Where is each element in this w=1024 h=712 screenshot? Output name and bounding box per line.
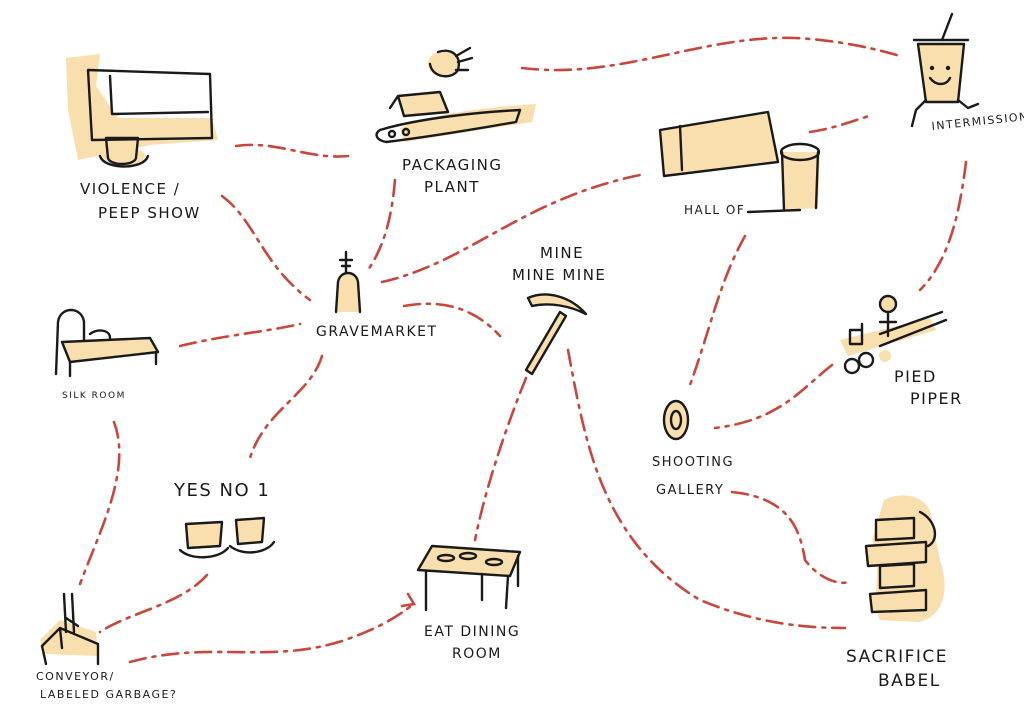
hall-block-icon (658, 110, 821, 212)
path-mine-dining (473, 376, 528, 542)
hall-of-label: HALL OF (684, 203, 745, 217)
path-peepshow-packaging (234, 143, 350, 158)
location-mine[interactable]: MINE MINE MINE (512, 244, 606, 376)
peep-show-screen-icon (86, 68, 214, 142)
sacrifice-babel-label-line1: SACRIFICE (846, 647, 948, 667)
path-peepshow-gravemarket (220, 194, 312, 302)
path-packaging-intermission (520, 36, 902, 72)
pickaxe-icon (524, 293, 588, 376)
teacup-icon (98, 136, 150, 168)
location-violence-peep-show[interactable]: VIOLENCE / PEEP SHOW (66, 54, 218, 222)
gravemarket-label: GRAVEMARKET (316, 324, 438, 340)
path-silk-gravemarket (178, 322, 302, 348)
path-packaging-gravemarket (366, 178, 397, 272)
path-gravemarket-mine (402, 302, 502, 338)
path-yesno-conveyor (98, 573, 209, 634)
hall-of-underline (746, 208, 802, 214)
packaging-plant-label-line2: PLANT (424, 178, 480, 196)
path-conveyor-dining (128, 602, 416, 664)
gravestone-icon (334, 250, 362, 314)
peep-show-label-line2: PEEP SHOW (98, 204, 201, 222)
path-gravemarket-hall (380, 173, 642, 284)
packaging-plant-label-line1: PACKAGING (402, 156, 503, 174)
path-intermission-piedpiper (918, 160, 968, 292)
babel-tower-icon (864, 510, 937, 614)
shooting-gallery-label-line2: GALLERY (656, 483, 724, 498)
intermission-label: INTERMISSION (931, 110, 1024, 133)
pied-piper-label-line2: PIPER (910, 389, 963, 408)
location-packaging-plant[interactable]: PACKAGING PLANT (375, 46, 536, 196)
location-conveyor-garbage[interactable]: CONVEYOR/ LABELED GARBAGE? (36, 592, 177, 701)
conveyor-label-line2: LABELED GARBAGE? (40, 688, 177, 701)
conveyor-box-icon (375, 46, 536, 144)
mine-label-line2: MINE MINE (512, 266, 606, 284)
bed-icon (54, 308, 160, 378)
location-pied-piper[interactable]: PIED PIPER (840, 294, 963, 408)
sacrifice-babel-label-line2: BABEL (878, 671, 941, 691)
dining-room-label-line2: ROOM (452, 646, 502, 662)
location-eat-dining-room[interactable]: EAT DINING ROOM (416, 544, 522, 662)
pied-piper-label-line1: PIED (894, 367, 937, 386)
path-piedpiper-shooting (713, 363, 834, 430)
path-shooting-sacrifice (730, 490, 850, 585)
peep-show-label-line1: VIOLENCE / (80, 180, 180, 198)
conveyor-label-line1: CONVEYOR/ (36, 670, 115, 683)
location-hall-of[interactable]: HALL OF (658, 110, 821, 217)
dining-room-label-line1: EAT DINING (424, 624, 520, 640)
silk-room-label: SILK ROOM (62, 391, 126, 401)
path-mine-sacrifice (566, 348, 847, 630)
conveyor-crane-icon (40, 592, 100, 666)
path-hall-intermission (808, 113, 874, 134)
location-yes-no-1[interactable]: YES NO 1 (173, 480, 276, 559)
peep-show-highlight (66, 54, 218, 160)
dining-table-icon (416, 544, 522, 612)
piper-figure-icon (840, 294, 948, 375)
location-intermission[interactable]: INTERMISSION (910, 12, 1024, 133)
connection-paths (78, 36, 968, 664)
path-dining-arrowhead (400, 592, 417, 608)
path-silk-conveyor (78, 420, 121, 586)
shooting-gallery-label-line1: SHOOTING (652, 455, 734, 470)
mine-label-line1: MINE (540, 244, 584, 262)
location-gravemarket[interactable]: GRAVEMARKET (316, 250, 438, 340)
yes-no-1-label: YES NO 1 (173, 480, 270, 501)
location-sacrifice-babel[interactable]: SACRIFICE BABEL (846, 495, 948, 691)
path-hall-shooting (688, 234, 747, 387)
target-icon (662, 399, 690, 441)
two-teacups-icon (178, 516, 276, 559)
cocktail-cup-mascot-icon (910, 12, 980, 128)
location-silk-room[interactable]: SILK ROOM (54, 308, 160, 401)
location-shooting-gallery[interactable]: SHOOTING GALLERY (652, 399, 734, 498)
path-gravemarket-yesno (248, 354, 324, 460)
